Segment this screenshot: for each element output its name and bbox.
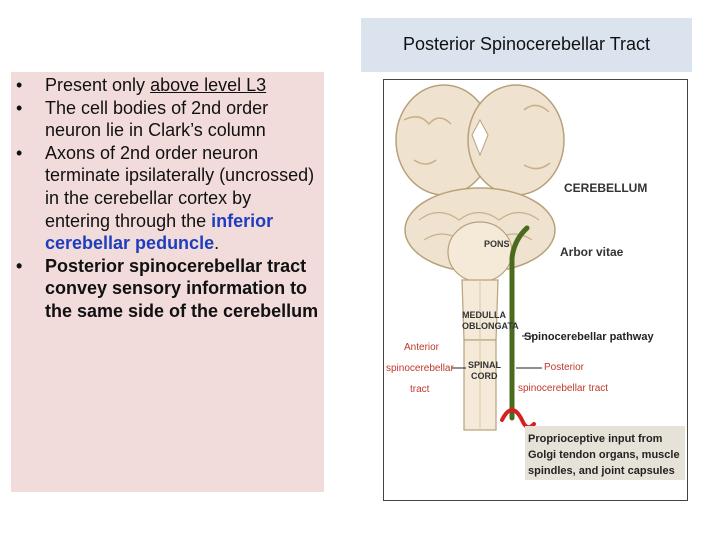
label-anterior-3: tract: [410, 384, 430, 395]
label-spinocerebellar-pathway: Spinocerebellar pathway: [524, 331, 654, 343]
highlight-term: inferior cerebellar peduncle: [45, 210, 274, 254]
proprio-label-box: [525, 426, 685, 480]
label-medulla-2: OBLONGATA: [462, 321, 519, 331]
label-pons: PONS: [484, 239, 510, 249]
bullet-item: • The cell bodies of 2nd order neuron li…: [16, 97, 320, 142]
bullet-dot: •: [16, 75, 23, 95]
bullet-dot: •: [16, 142, 23, 163]
slide-title-box: Posterior Spinocerebellar Tract: [361, 18, 692, 72]
label-arbor-vitae: Arbor vitae: [560, 245, 624, 259]
bullet-dot: •: [16, 255, 23, 276]
spinocerebellar-pathway: [509, 225, 530, 421]
bullet-text: Axons of 2nd order neuron terminate ipsi…: [45, 142, 315, 231]
pons: [447, 221, 513, 283]
label-posterior-2: spinocerebellar tract: [518, 383, 608, 394]
gyri-lines: [403, 104, 551, 170]
bullet-list: • Present only above level L3 • The cell…: [16, 74, 320, 323]
bullet-item: • Present only above level L3: [16, 74, 320, 97]
text-panel: [11, 72, 324, 492]
label-posterior-1: Posterior: [544, 362, 585, 373]
label-proprio-1: Proprioceptive input from: [528, 433, 663, 445]
label-cerebellum: CEREBELLUM: [564, 181, 647, 195]
bullet-item: • Posterior spinocerebellar tract convey…: [16, 255, 320, 323]
bullet-text: Posterior spinocerebellar tract convey s…: [45, 255, 319, 321]
brain-spinal-cord-diagram: CEREBELLUM PONS Arbor vitae MEDULLA OBLO…: [386, 84, 685, 480]
bullet-text-end: .: [214, 233, 220, 254]
label-proprio-2: Golgi tendon organs, muscle: [528, 449, 680, 461]
slide-title: Posterior Spinocerebellar Tract: [402, 34, 651, 54]
label-spinal-1: SPINAL: [468, 360, 502, 370]
label-anterior-1: Anterior: [404, 342, 440, 353]
label-proprio-3: spindles, and joint capsules: [528, 465, 675, 477]
proprioceptive-input: [500, 408, 536, 430]
label-anterior-2: spinocerebellar: [386, 363, 454, 374]
bullet-item: • Axons of 2nd order neuron terminate ip…: [16, 142, 320, 255]
ventricle: [471, 118, 489, 157]
bullet-text: The cell bodies of 2nd order neuron lie …: [45, 97, 269, 141]
anatomy-figure: CEREBELLUM PONS Arbor vitae MEDULLA OBLO…: [383, 79, 688, 501]
label-spinal-2: CORD: [471, 371, 498, 381]
bullet-text: Present only: [45, 75, 151, 95]
bullet-underlined-text: above level L3: [150, 75, 267, 95]
bullet-dot: •: [16, 97, 23, 118]
label-medulla-1: MEDULLA: [462, 310, 506, 320]
